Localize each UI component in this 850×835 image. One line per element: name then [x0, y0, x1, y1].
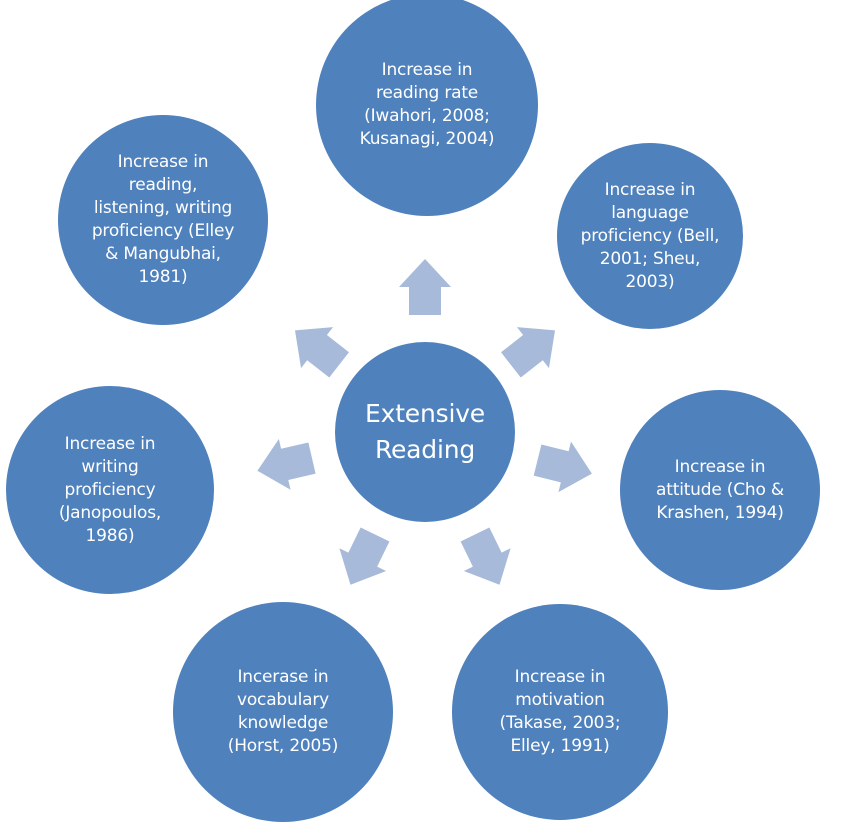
- node-text-line: knowledge: [237, 713, 329, 733]
- node-text-line: Increase in: [117, 152, 209, 172]
- node-reading-rate: Increase in reading rate (Iwahori, 2008; Ku…: [316, 0, 538, 216]
- node-text-line: (Horst, 2005): [227, 736, 339, 756]
- node-text-line: vocabulary: [237, 690, 329, 710]
- node-text-line: 2001; Sheu,: [599, 248, 701, 269]
- node-text-line: 2003): [625, 271, 675, 292]
- arrow-icon-vocabulary-knowledge: [339, 527, 390, 585]
- node-text-line: listening, writing: [93, 198, 233, 218]
- arrow-icon-motivation: [460, 527, 511, 585]
- node-text-line: (Iwahori, 2008;: [364, 106, 490, 126]
- node-text-line: proficiency (Bell,: [580, 225, 720, 246]
- arrow-icon-language-proficiency: [501, 327, 556, 378]
- node-text-line: Increase in: [64, 433, 156, 454]
- node-text-line: Increase in: [674, 456, 766, 477]
- node-text-line: proficiency (Elley: [91, 221, 235, 241]
- center-line: Extensive: [365, 399, 485, 428]
- node-text-line: Krashen, 1994): [656, 502, 784, 523]
- node-text-line: Increase in: [604, 179, 696, 200]
- arrow-icon-reading-listening-writing: [294, 327, 349, 378]
- node-text-line: attitude (Cho &: [656, 479, 784, 500]
- node-text-line: Increase in: [514, 667, 606, 687]
- center-line: Reading: [374, 435, 476, 464]
- node-text-line: 1981): [138, 267, 188, 287]
- node-text-line: (Janopoulos,: [58, 502, 162, 523]
- node-text-line: reading,: [128, 175, 198, 195]
- node-text-line: & Mangubhai,: [105, 244, 221, 264]
- node-text-line: reading rate: [375, 83, 479, 103]
- node-text-line: proficiency: [64, 479, 156, 500]
- node-text-line: (Takase, 2003;: [499, 713, 621, 733]
- node-text-line: motivation: [515, 690, 605, 710]
- arrow-icon-reading-rate: [399, 259, 451, 315]
- node-motivation: Increase in motivation (Takase, 2003; Elley…: [452, 604, 668, 820]
- node-reading-listening-writing: Increase in reading, listening, writing pro…: [58, 115, 268, 325]
- node-text-line: Increase in: [381, 60, 473, 80]
- node-text-line: writing: [81, 456, 139, 477]
- center-node-extensive-reading: Extensive Reading: [335, 342, 515, 522]
- arrow-icon-attitude: [533, 441, 592, 493]
- node-text-line: language: [611, 202, 689, 223]
- node-text-line: 1986): [85, 525, 135, 546]
- node-text-line: Incerase in: [237, 667, 329, 687]
- arrow-icon-writing-proficiency: [257, 439, 316, 490]
- node-text-line: Kusanagi, 2004): [359, 129, 495, 149]
- node-vocabulary-knowledge: Incerase in vocabulary knowledge (Horst, 20…: [173, 602, 393, 822]
- node-text-line: Elley, 1991): [510, 736, 610, 756]
